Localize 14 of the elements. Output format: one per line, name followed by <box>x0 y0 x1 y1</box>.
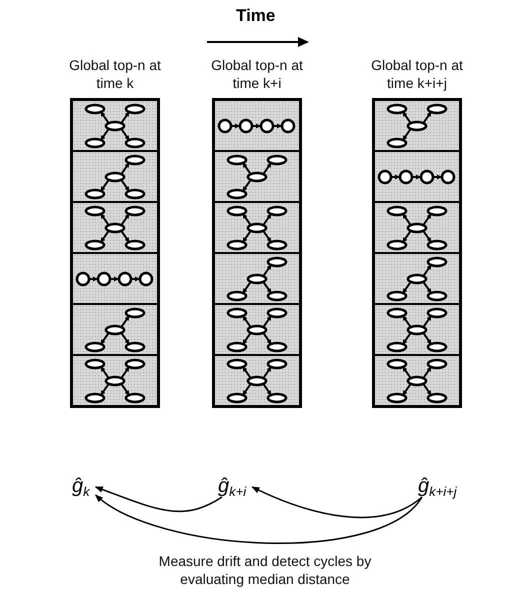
column-heading: Global top-n at time k+i+j <box>370 56 464 92</box>
column-heading: Global top-n at time k+i <box>210 56 304 92</box>
column-heading: Global top-n at time k <box>68 56 162 92</box>
graph-stack-panel <box>372 98 462 408</box>
graph-estimate-symbol: ĝ$_{k}$ <box>72 475 90 499</box>
graph-stack-panel <box>212 98 302 408</box>
caption-text: Measure drift and detect cycles by evaluating median distance <box>158 552 372 588</box>
curved-arrow <box>94 486 222 512</box>
graph-stack-panel <box>70 98 160 408</box>
time-heading: Time <box>236 6 276 26</box>
curved-arrow <box>251 486 422 518</box>
curved-arrow <box>94 494 423 544</box>
graph-estimate-symbol: ĝ$_{k+i}$ <box>218 475 246 499</box>
graph-estimate-symbol: ĝ$_{k+i+j}$ <box>418 475 457 499</box>
